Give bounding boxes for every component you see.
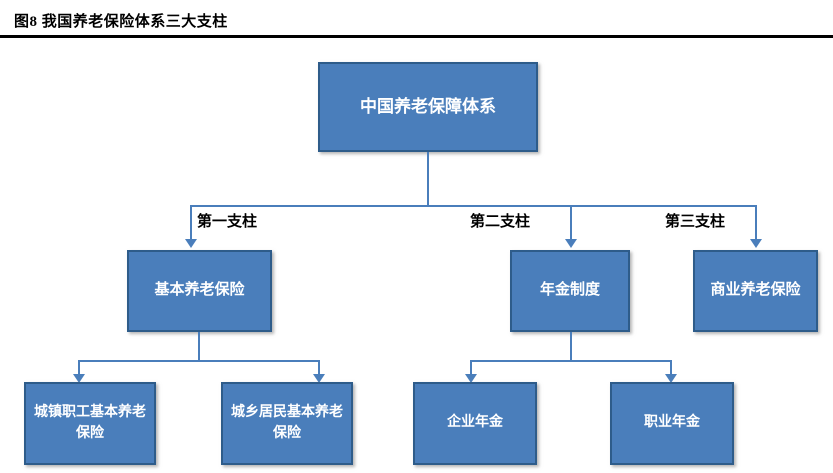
pillar-label-3: 第三支柱: [665, 214, 726, 230]
node-basic-pension-insurance: 基本养老保险: [127, 250, 272, 332]
pillar-label-1: 第一支柱: [197, 214, 258, 230]
connector-basic-pension-bar: [78, 360, 318, 362]
connector-annuity-stem: [570, 332, 572, 360]
connector-basic-pension-right-drop: [318, 360, 320, 377]
connector-branch-pillar-1: [190, 205, 192, 242]
connector-distribution-bar: [190, 205, 755, 207]
connector-annuity-left-drop: [470, 360, 472, 377]
header-divider: [0, 35, 833, 38]
node-urban-employee-basic-pension: 城镇职工基本养老保险: [24, 382, 156, 465]
connector-basic-pension-left-drop: [78, 360, 80, 377]
node-annuity-system: 年金制度: [510, 250, 630, 332]
connector-annuity-right-drop: [670, 360, 672, 377]
arrowhead-pillar-3-icon: [750, 239, 762, 248]
node-commercial-pension-insurance: 商业养老保险: [693, 250, 818, 332]
node-occupational-annuity: 职业年金: [610, 382, 734, 465]
figure-title: 图8 我国养老保险体系三大支柱: [14, 14, 228, 30]
node-urban-rural-resident-basic-pension: 城乡居民基本养老保险: [221, 382, 353, 465]
arrowhead-occupational-annuity-icon: [665, 374, 677, 383]
arrowhead-pillar-1-icon: [185, 239, 197, 248]
connector-branch-pillar-2: [570, 205, 572, 242]
arrowhead-pillar-2-icon: [565, 239, 577, 248]
arrowhead-enterprise-annuity-icon: [465, 374, 477, 383]
node-root: 中国养老保障体系: [318, 62, 538, 152]
connector-root-stem: [427, 152, 429, 205]
arrowhead-urban-rural-resident-icon: [313, 374, 325, 383]
node-enterprise-annuity: 企业年金: [413, 382, 537, 465]
connector-annuity-bar: [470, 360, 670, 362]
arrowhead-urban-employee-icon: [73, 374, 85, 383]
pillar-label-2: 第二支柱: [470, 214, 531, 230]
connector-basic-pension-stem: [198, 332, 200, 360]
connector-branch-pillar-3: [755, 205, 757, 242]
